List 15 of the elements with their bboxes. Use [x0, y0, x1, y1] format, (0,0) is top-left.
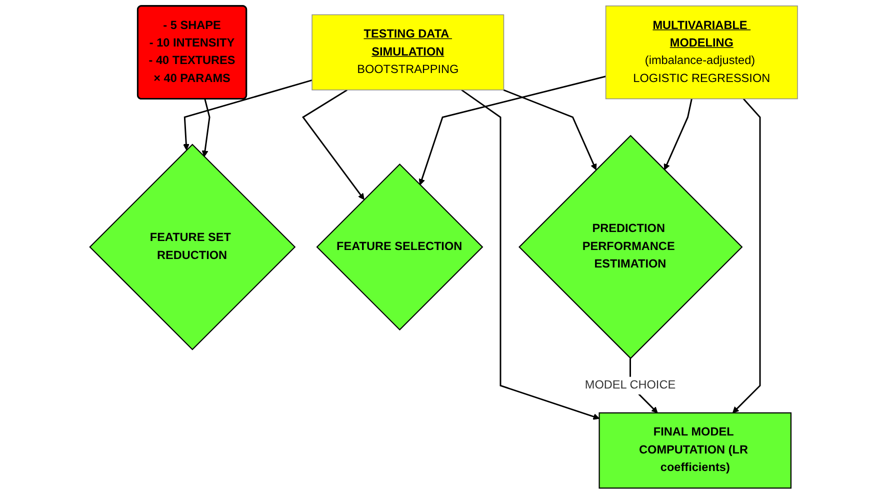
node-diamond: FEATURE SELECTION [316, 164, 484, 330]
node-box: MULTIVARIABLE MODELING (imbalance-adjusted) LOGISTIC REGRESSION [606, 6, 798, 100]
arrow [302, 89, 365, 200]
node-box: FINAL MODEL COMPUTATION (LR coefficients) [599, 412, 792, 489]
node-box: TESTING DATA SIMULATION BOOTSTRAPPING [312, 14, 504, 90]
node-diamond: FEATURE SET REDUCTION [89, 144, 296, 350]
arrow [503, 89, 597, 170]
arrow [461, 89, 600, 420]
node-diamond: PREDICTION PERFORMANCE ESTIMATION [518, 134, 744, 360]
arrow [664, 98, 693, 170]
edge-label: MODEL CHOICE [585, 378, 676, 392]
arrow [202, 98, 211, 157]
arrow [419, 76, 606, 186]
arrow [732, 98, 762, 414]
arrow [183, 80, 313, 150]
